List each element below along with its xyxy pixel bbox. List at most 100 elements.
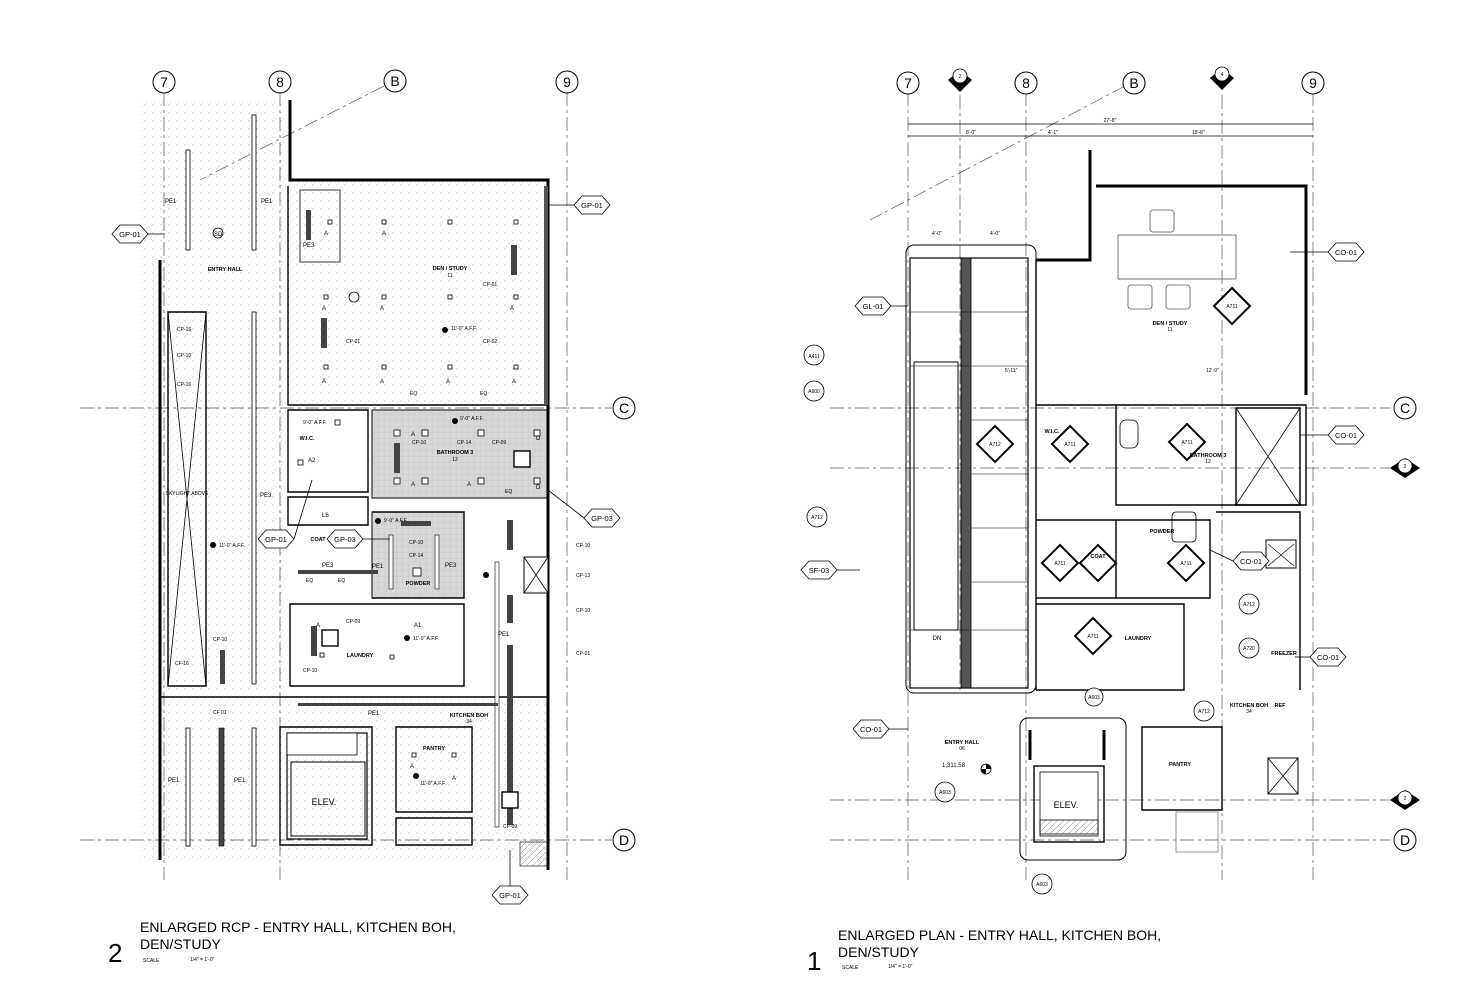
rcp-eq-label: EQ xyxy=(480,391,487,397)
plan-room-wic: W.I.C. xyxy=(1045,429,1060,435)
rcp-room-laundry: LAUNDRY xyxy=(347,653,374,659)
plan-dim-d1: 8'-0" xyxy=(966,130,976,136)
rcp-aff-label: 9'-0" A.F.F. xyxy=(460,416,484,422)
plan-room-coat: COAT xyxy=(1090,554,1106,560)
svg-text:GP-01: GP-01 xyxy=(265,535,287,544)
plan-title-line1: ENLARGED PLAN - ENTRY HALL, KITCHEN BOH, xyxy=(838,927,1161,943)
rcp-room-den-num: 11 xyxy=(447,273,452,279)
grid-bubble-b: B xyxy=(1122,71,1146,95)
rcp-cp10-label: CP-10 xyxy=(576,608,590,614)
rcp-tag-gp01-mid: GP-01 xyxy=(257,529,295,549)
rcp-cp13-label: CP-13 xyxy=(576,573,590,579)
svg-text:9: 9 xyxy=(1309,75,1317,91)
rcp-a-label: A xyxy=(411,432,415,438)
rcp-a-label: A xyxy=(382,231,386,237)
rcp-cp01-label: CP-01 xyxy=(346,339,360,345)
plan-tag-gl01: GL-01 xyxy=(854,296,892,316)
svg-text:CO-01: CO-01 xyxy=(1317,653,1339,662)
rcp-cp14-label: CP-14 xyxy=(457,440,471,446)
grid-bubble-8: 8 xyxy=(268,70,292,94)
svg-text:C: C xyxy=(619,400,629,416)
rcp-room-bath3: BATHROOM 3 xyxy=(437,450,474,456)
rcp-tag-gp01-top: GP-01 xyxy=(573,195,611,215)
plan-tag-co01-1: CO-01 xyxy=(1327,242,1365,262)
rcp-a-label: A xyxy=(380,306,384,312)
plan-room-kitchen-num: 34 xyxy=(1246,709,1252,715)
rcp-eq-label: EQ xyxy=(410,391,417,397)
plan-marker-a411: A411 xyxy=(808,354,820,360)
rcp-pe3-label: PE3 xyxy=(303,243,315,249)
rcp-aff-label: 9'-0" A.F.F. xyxy=(303,420,327,426)
rcp-a-label: A xyxy=(410,764,414,770)
rcp-eq-label: EQ xyxy=(306,578,313,584)
svg-text:2: 2 xyxy=(959,74,962,80)
grid-bubble-d: D xyxy=(1393,828,1417,852)
plan-marker-a712: A712 xyxy=(811,515,823,521)
rcp-a-label: A xyxy=(446,379,450,385)
svg-text:CO-01: CO-01 xyxy=(1335,431,1357,440)
rcp-room-elev: ELEV. xyxy=(312,797,337,807)
rcp-eq-label: EQ xyxy=(338,578,345,584)
plan-room-entry: ENTRY HALL xyxy=(945,740,980,746)
svg-text:GP-01: GP-01 xyxy=(119,230,141,239)
rcp-a2-label: A2 xyxy=(308,458,316,464)
rcp-cp01-label: CP-01 xyxy=(483,282,497,288)
plan-marker-a720: A720 xyxy=(1243,646,1255,652)
rcp-d-label: D xyxy=(536,436,541,442)
rcp-tag-gp01-bottom: GP-01 xyxy=(491,885,529,905)
rcp-cf16-label: CF-16 xyxy=(175,661,189,667)
plan-marker-a711: A711 xyxy=(1226,304,1238,310)
rcp-l6-label: L6 xyxy=(322,513,329,519)
plan-room-entry-num: 06 xyxy=(959,746,965,752)
rcp-aff-label: 11'-0" A.F.F. xyxy=(413,636,439,642)
grid-bubble-c: C xyxy=(612,396,636,420)
plan-marker-a711: A711 xyxy=(1064,442,1076,448)
rcp-room-kitchen: KITCHEN BOH xyxy=(450,713,488,719)
rcp-pe1-label: PE1 xyxy=(368,711,380,717)
plan-marker-a711: A711 xyxy=(1180,561,1192,567)
rcp-cp10-label: CP-10 xyxy=(213,637,227,643)
svg-text:CO-01: CO-01 xyxy=(1335,248,1357,257)
plan-room-powder: POWDER xyxy=(1150,529,1175,535)
rcp-drawing: 7 8 B 9 C D GP-01 GP-01 GP-03 GP-01 GP-0… xyxy=(80,69,636,968)
plan-elevation: 1,311.58 xyxy=(942,763,966,769)
rcp-room-bath3-num: 12 xyxy=(452,457,458,463)
rcp-a-label: A xyxy=(324,231,328,237)
rcp-aff-label: 11'-0" A.F.F. xyxy=(219,543,245,549)
rcp-eq-label: EQ xyxy=(505,489,512,495)
rcp-pe3-label: PE3 xyxy=(445,563,457,569)
plan-dim-d6: 4'-0" xyxy=(990,231,1000,237)
plan-tag-co01-4: CO-01 xyxy=(1309,647,1347,667)
svg-text:8: 8 xyxy=(276,74,284,90)
rcp-room-coat: COAT xyxy=(310,537,326,543)
plan-room-pantry: PANTRY xyxy=(1169,762,1191,768)
plan-dim-d2: 4'-1" xyxy=(1048,130,1058,136)
svg-text:2: 2 xyxy=(1404,464,1407,470)
rcp-cp16-label: CP-16 xyxy=(177,327,191,333)
grid-bubble-9: 9 xyxy=(555,70,579,94)
rcp-cp01-label: CP-01 xyxy=(576,651,590,657)
rcp-a-label: A xyxy=(411,482,415,488)
svg-text:8: 8 xyxy=(1022,75,1030,91)
rcp-drawing-number: 2 xyxy=(108,938,122,968)
plan-marker-a603: A603 xyxy=(1036,882,1048,888)
rcp-a-label: A xyxy=(452,776,456,782)
section-marker-top-right: 4 xyxy=(1210,66,1234,90)
svg-text:7: 7 xyxy=(160,74,168,90)
plan-marker-a712: A712 xyxy=(1198,709,1210,715)
section-marker-top-left: 2 xyxy=(948,68,972,92)
rcp-a1-label: A1 xyxy=(414,623,422,629)
svg-text:CO-01: CO-01 xyxy=(1240,557,1262,566)
rcp-cp14-label: CP-14 xyxy=(409,553,423,559)
plan-room-kitchen: KITCHEN BOH xyxy=(1230,703,1268,709)
plan-room-laundry: LAUNDRY xyxy=(1125,636,1152,642)
svg-text:GL-01: GL-01 xyxy=(863,302,884,311)
svg-text:SF-03: SF-03 xyxy=(809,566,829,575)
plan-dim-d5: 12'-9" xyxy=(1206,368,1219,374)
plan-tag-co01-2: CO-01 xyxy=(1327,425,1365,445)
svg-text:B: B xyxy=(390,73,399,89)
rcp-pe3-label: PE3 xyxy=(260,493,272,499)
svg-text:C: C xyxy=(1400,400,1410,416)
grid-bubble-7: 7 xyxy=(896,71,920,95)
